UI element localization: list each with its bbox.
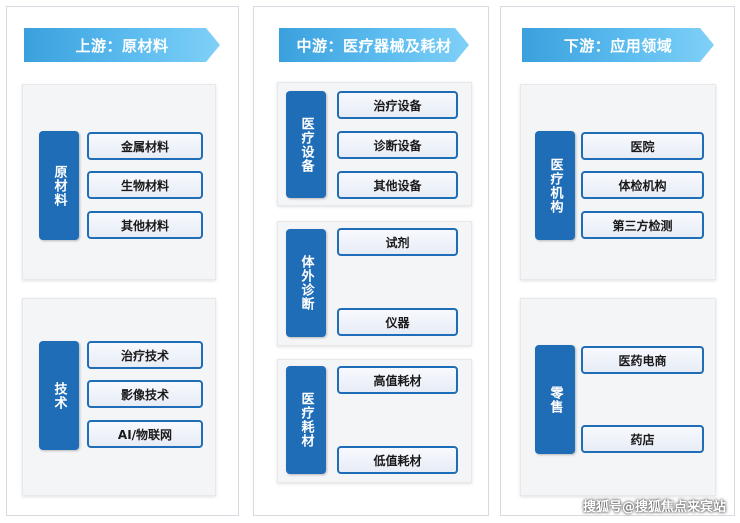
diagnostic-equipment-item: 诊断设备 [337,131,458,159]
reagent-item: 试剂 [337,228,458,256]
raw-materials-label: 原材料 [39,131,79,240]
imaging-tech-item: 影像技术 [87,380,203,408]
instrument-item: 仪器 [337,308,458,336]
metal-materials-item: 金属材料 [87,132,203,160]
retail-label: 零售 [535,345,575,454]
other-materials-item: 其他材料 [87,211,203,239]
treatment-equipment-item: 治疗设备 [337,91,458,119]
third-party-testing-item: 第三方检测 [581,211,704,239]
upstream-header: 上游：原材料 [24,28,220,62]
technology-label: 技术 [39,341,79,450]
medical-institutions-label: 医疗机构 [535,131,575,240]
medical-consumables-label: 医疗耗材 [286,366,326,474]
ivd-label: 体外诊断 [286,229,326,337]
pharmacy-item: 药店 [581,425,704,453]
hospital-item: 医院 [581,132,704,160]
physical-exam-item: 体检机构 [581,171,704,199]
pharma-ecommerce-item: 医药电商 [581,346,704,374]
ai-iot-item: AI/物联网 [87,420,203,448]
downstream-header: 下游：应用领域 [522,28,714,62]
bio-materials-item: 生物材料 [87,171,203,199]
watermark: 搜狐号@搜狐焦点来宾站 [582,500,726,515]
treatment-tech-item: 治疗技术 [87,341,203,369]
other-equipment-item: 其他设备 [337,171,458,199]
medical-equipment-label: 医疗设备 [286,91,326,198]
low-value-consumables-item: 低值耗材 [337,446,458,474]
high-value-consumables-item: 高值耗材 [337,366,458,394]
midstream-header: 中游：医疗器械及耗材 [279,28,469,62]
